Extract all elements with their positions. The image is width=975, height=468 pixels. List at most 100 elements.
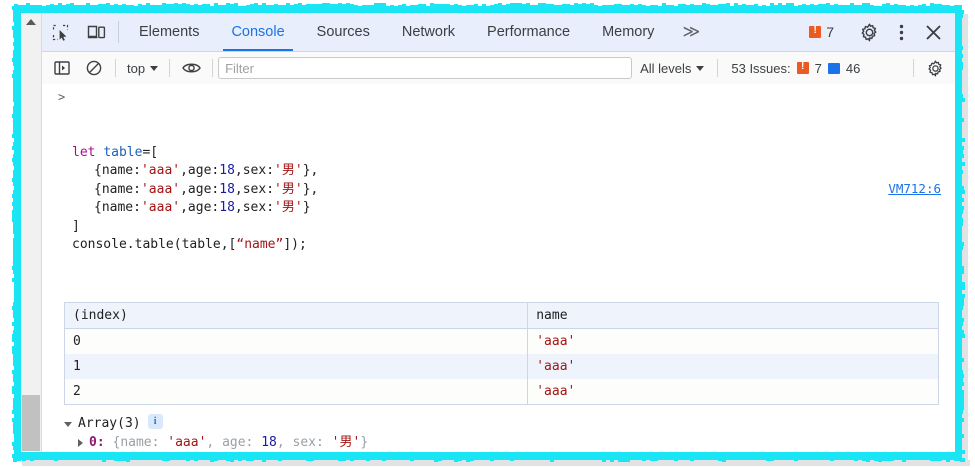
array-output: Array(3) i 0: {name: 'aaa', age: 18, sex… xyxy=(64,414,955,453)
tab-memory[interactable]: Memory xyxy=(586,13,670,51)
code-token: '男' xyxy=(274,200,303,215)
object-token: 'aaa' xyxy=(167,435,206,450)
array-header-row[interactable]: Array(3) i xyxy=(64,414,955,434)
info-badge-icon[interactable]: i xyxy=(148,414,163,429)
table-header-index: (index) xyxy=(65,302,528,328)
object-token: 18 xyxy=(261,435,277,450)
console-sidebar-icon[interactable] xyxy=(46,53,78,83)
code-token: 18 xyxy=(219,182,235,197)
code-token: 'aaa' xyxy=(141,200,180,215)
live-expression-icon[interactable] xyxy=(175,53,207,83)
annotation-border-jag xyxy=(946,457,950,462)
tab-network[interactable]: Network xyxy=(386,13,471,51)
object-token xyxy=(214,435,222,450)
console-output[interactable]: > let table=[{name:'aaa',age:18,sex:'男'}… xyxy=(42,84,955,452)
source-link[interactable]: VM712:6 xyxy=(888,181,941,196)
table-row: 0'aaa' xyxy=(65,328,939,354)
code-token: }, xyxy=(303,182,319,197)
tab-label: Console xyxy=(231,24,284,40)
annotation-border-jag xyxy=(13,458,17,462)
console-table: (index) name 0'aaa'1'aaa'2'aaa' xyxy=(64,302,939,405)
code-line: let table=[ xyxy=(72,144,955,163)
table-body: 0'aaa'1'aaa'2'aaa' xyxy=(65,328,939,404)
console-settings-gear-icon[interactable] xyxy=(919,53,951,83)
array-entry-key: 0: xyxy=(89,433,105,452)
object-token: '男' xyxy=(332,435,361,450)
code-token: ,age: xyxy=(180,182,219,197)
toolbar-divider-3 xyxy=(212,59,213,77)
execution-context-value: top xyxy=(127,61,145,76)
code-token: 18 xyxy=(219,163,235,178)
code-token: table xyxy=(103,145,142,160)
object-token: sex: xyxy=(293,435,324,450)
chevron-down-icon xyxy=(696,66,704,71)
table-cell-name: 'aaa' xyxy=(528,379,939,405)
issues-label: 53 Issues: xyxy=(731,61,790,76)
issues-error-count: 7 xyxy=(815,61,822,76)
annotation-border-jag xyxy=(230,457,234,462)
issues-summary[interactable]: 53 Issues: 7 46 xyxy=(723,61,868,76)
tab-performance[interactable]: Performance xyxy=(471,13,586,51)
table-header-name: name xyxy=(528,302,939,328)
filter-input[interactable] xyxy=(218,57,632,79)
chevron-down-icon[interactable] xyxy=(64,422,72,427)
error-icon xyxy=(797,62,809,74)
clear-console-icon[interactable] xyxy=(78,53,110,83)
code-token: {name: xyxy=(94,182,141,197)
tab-label: Performance xyxy=(487,24,570,40)
execution-context-dropdown[interactable]: top xyxy=(121,59,164,78)
log-levels-dropdown[interactable]: All levels xyxy=(632,59,712,78)
array-header-label: Array(3) xyxy=(78,414,141,434)
device-toolbar-icon[interactable] xyxy=(78,13,114,51)
code-token: ,sex: xyxy=(235,200,274,215)
tab-sources[interactable]: Sources xyxy=(301,13,386,51)
tab-label: Network xyxy=(402,24,455,40)
annotation-border-jag xyxy=(960,458,965,462)
code-token: ,age: xyxy=(180,200,219,215)
toolbar-divider-4 xyxy=(717,59,718,77)
code-token: “name” xyxy=(236,237,283,252)
array-entry-row[interactable]: 0: {name: 'aaa', age: 18, sex: '男'} xyxy=(64,433,955,452)
close-icon[interactable] xyxy=(917,23,949,42)
code-token: 'aaa' xyxy=(141,182,180,197)
code-token: ] xyxy=(72,219,80,234)
page-scrollbar[interactable] xyxy=(21,13,42,452)
object-token: , xyxy=(277,435,285,450)
chevron-right-icon[interactable] xyxy=(78,439,83,447)
tab-label: Memory xyxy=(602,24,654,40)
table-cell-index: 0 xyxy=(65,328,528,354)
array-entry-value: {name: 'aaa', age: 18, sex: '男'} xyxy=(112,433,368,452)
error-count-badge[interactable]: 7 xyxy=(799,24,844,40)
console-toolbar: top All levels 53 Issues: 7 46 xyxy=(42,52,955,85)
tab-elements[interactable]: Elements xyxy=(123,13,215,51)
console-table-wrapper: (index) name 0'aaa'1'aaa'2'aaa' xyxy=(64,302,939,405)
code-token: 18 xyxy=(219,200,235,215)
console-input-code: let table=[{name:'aaa',age:18,sex:'男'},{… xyxy=(58,144,955,255)
inspect-element-icon[interactable] xyxy=(42,13,78,51)
code-line: {name:'aaa',age:18,sex:'男'}, xyxy=(72,181,955,200)
more-vertical-icon[interactable] xyxy=(885,23,917,42)
scrollbar-thumb[interactable] xyxy=(22,395,40,451)
array-entry-list: 0: {name: 'aaa', age: 18, sex: '男'}1: {n… xyxy=(64,433,955,452)
table-cell-name: 'aaa' xyxy=(528,328,939,354)
code-token: =[ xyxy=(142,145,158,160)
code-token: ]); xyxy=(283,237,306,252)
code-line: {name:'aaa',age:18,sex:'男'}, xyxy=(72,162,955,181)
more-tabs-icon[interactable]: ≫ xyxy=(670,13,712,51)
tab-label: Sources xyxy=(317,24,370,40)
table-row: 1'aaa' xyxy=(65,354,939,379)
object-token xyxy=(324,435,332,450)
object-token xyxy=(285,435,293,450)
toolbar-divider-1 xyxy=(115,59,116,77)
toolbar-divider-5 xyxy=(913,59,914,77)
error-count-value: 7 xyxy=(826,24,834,40)
scroll-up-arrow-icon[interactable] xyxy=(21,13,41,31)
code-token: 'aaa' xyxy=(141,163,180,178)
table-cell-index: 2 xyxy=(65,379,528,405)
tab-console[interactable]: Console xyxy=(215,13,300,51)
code-token: ,age: xyxy=(180,163,219,178)
console-toolbar-right xyxy=(908,53,951,83)
toolbar-divider-2 xyxy=(169,59,170,77)
code-token: {name: xyxy=(94,200,141,215)
gear-icon[interactable] xyxy=(853,23,885,42)
